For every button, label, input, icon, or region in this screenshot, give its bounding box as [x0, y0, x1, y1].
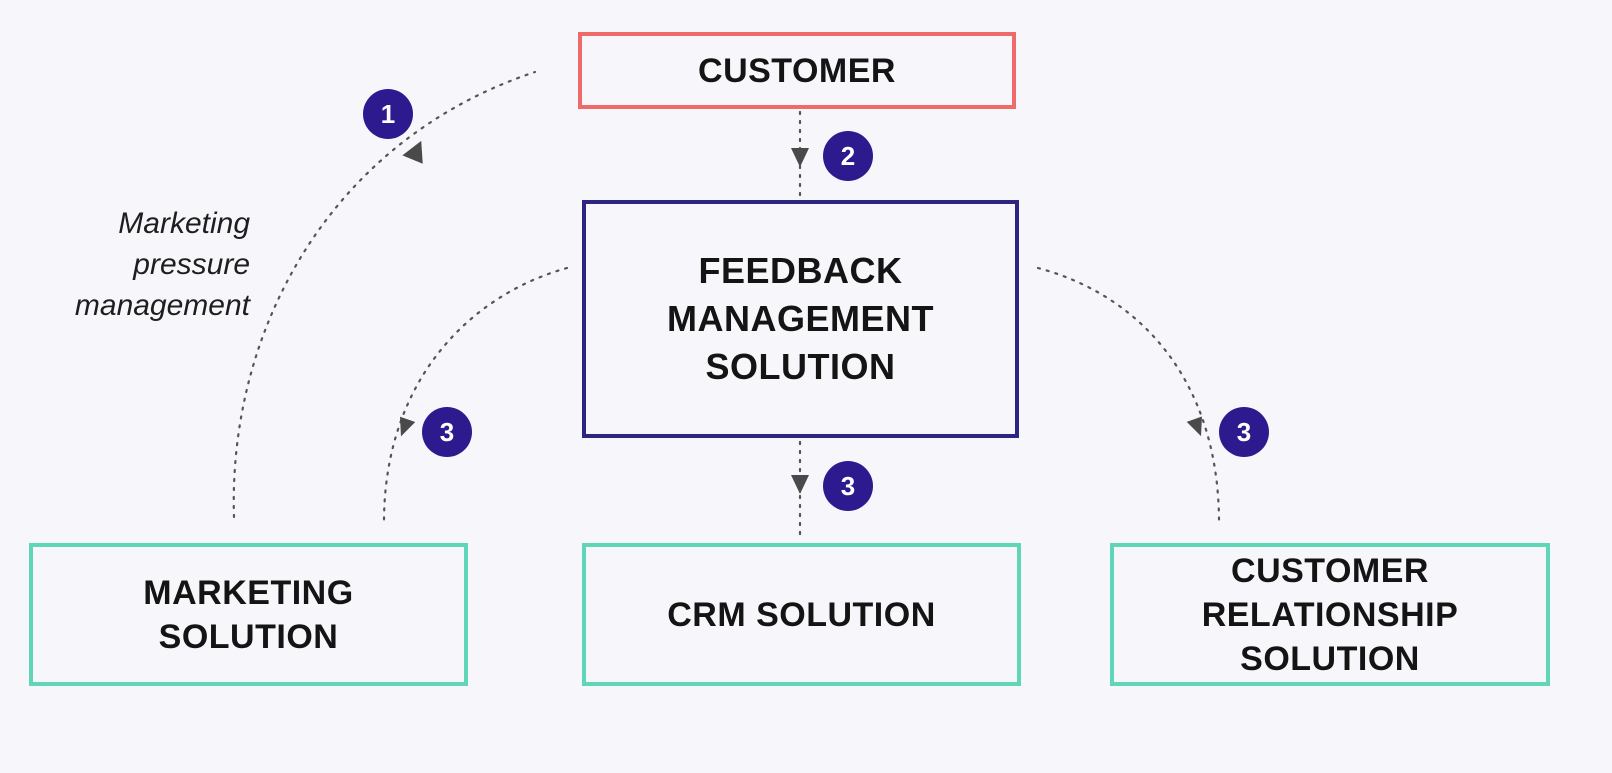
step-badge-3-left: 3: [422, 407, 472, 457]
arrowhead-down-icon: [791, 148, 809, 167]
step-badge-1: 1: [363, 89, 413, 139]
feedback-management-node: FEEDBACK MANAGEMENT SOLUTION: [582, 200, 1019, 438]
marketing-solution-node-label: MARKETING SOLUTION: [143, 573, 354, 656]
edge-marketing-to-customer: [232, 70, 537, 519]
step-badge-2: 2: [823, 131, 873, 181]
customer-node-label: CUSTOMER: [698, 51, 896, 90]
crm-solution-node: CRM SOLUTION: [582, 543, 1021, 686]
marketing-pressure-annotation: Marketing pressure management: [74, 207, 250, 322]
edge-feedback-to-marketing: [382, 266, 569, 522]
customer-relationship-node-label: CUSTOMER RELATIONSHIP SOLUTION: [1201, 551, 1459, 678]
customer-relationship-node: CUSTOMER RELATIONSHIP SOLUTION: [1110, 543, 1550, 686]
marketing-solution-node: MARKETING SOLUTION: [29, 543, 468, 686]
arrowhead-down-icon: [1186, 416, 1202, 437]
step-badge-3-right: 3: [1219, 407, 1269, 457]
arrowhead-down-icon: [791, 475, 809, 494]
crm-solution-node-label: CRM SOLUTION: [667, 595, 936, 634]
arrowhead-up-icon: [402, 140, 423, 164]
arrowhead-down-icon: [400, 416, 416, 437]
feedback-management-node-label: FEEDBACK MANAGEMENT SOLUTION: [667, 250, 934, 387]
customer-node: CUSTOMER: [578, 32, 1016, 109]
step-badge-3-center: 3: [823, 461, 873, 511]
edge-feedback-to-customer-relationship: [1036, 266, 1221, 522]
